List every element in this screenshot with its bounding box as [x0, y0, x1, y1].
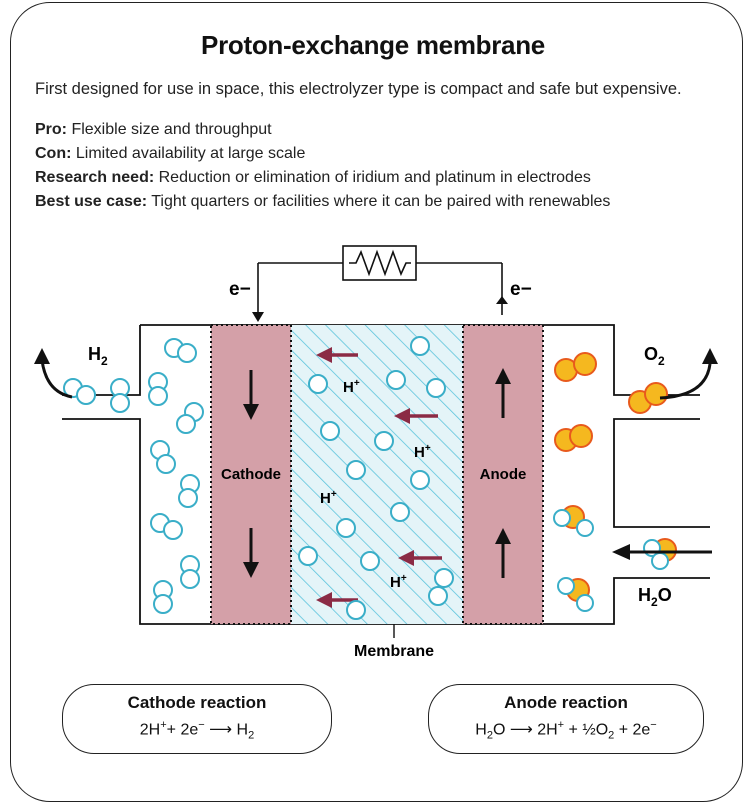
external-circuit: [252, 262, 508, 322]
cathode-down-arrows: [243, 370, 259, 578]
cathode-reaction-equation: 2H++ 2e− ⟶ H2: [139, 719, 255, 742]
anode-up-arrows: [495, 368, 511, 578]
page-title: Proton-exchange membrane: [201, 30, 545, 60]
proton-label-3: H+: [320, 489, 337, 507]
fact-best-use-text: Tight quarters or facilities where it ca…: [151, 193, 611, 210]
membrane-label: Membrane: [354, 643, 434, 660]
fact-best-use-label: Best use case:: [35, 193, 148, 210]
svg-text:H+: H+: [390, 573, 407, 591]
electron-label-right: e−: [510, 279, 532, 300]
anode-reaction-equation: H2O ⟶ 2H+ + ½O2 + 2e−: [475, 719, 657, 742]
fact-research: Research need: Reduction or elimination …: [35, 166, 610, 190]
anode-label: Anode: [480, 466, 527, 483]
anode-reaction-title: Anode reaction: [504, 693, 628, 712]
water-inflow-arrow: [612, 544, 712, 560]
proton-label-1: H+: [343, 378, 360, 396]
fact-best-use: Best use case: Tight quarters or facilit…: [35, 190, 610, 214]
h2-label: H2: [88, 344, 108, 368]
facts-list: Pro: Flexible size and throughput Con: L…: [35, 118, 610, 214]
oxygen-molecules: [554, 352, 668, 452]
svg-text:H+: H+: [343, 378, 360, 396]
proton-arrows: [316, 347, 442, 608]
anode-reaction-box: Anode reaction H2O ⟶ 2H+ + ½O2 + 2e−: [428, 684, 704, 754]
cathode-reaction-title: Cathode reaction: [127, 693, 267, 712]
cathode-label: Cathode: [221, 466, 281, 483]
fact-con: Con: Limited availability at large scale: [35, 142, 610, 166]
proton-label-2: H+: [414, 443, 431, 461]
h2-outflow-arrow: [34, 348, 73, 399]
o2-label: O2: [644, 344, 665, 368]
fact-con-label: Con:: [35, 145, 72, 162]
fact-pro-text: Flexible size and throughput: [71, 121, 272, 138]
hydrogen-molecules: [63, 338, 204, 614]
fact-pro: Pro: Flexible size and throughput: [35, 118, 610, 142]
svg-text:H+: H+: [320, 489, 337, 507]
electrolyzer-diagram: e− e− Cathode Anode H+ H+ H+ H+: [34, 245, 718, 660]
resistor-icon: [342, 245, 417, 281]
electron-label-left: e−: [229, 279, 251, 300]
svg-text:H+: H+: [414, 443, 431, 461]
fact-research-label: Research need:: [35, 169, 155, 186]
subtitle: First designed for use in space, this el…: [35, 80, 682, 98]
cathode-reaction-box: Cathode reaction 2H++ 2e− ⟶ H2: [62, 684, 332, 754]
water-molecules: [553, 505, 677, 612]
fact-con-text: Limited availability at large scale: [75, 145, 306, 162]
proton-label-4: H+: [390, 573, 407, 591]
fact-pro-label: Pro:: [35, 121, 67, 138]
h2o-label: H2O: [638, 585, 672, 609]
fact-research-text: Reduction or elimination of iridium and …: [158, 169, 591, 186]
membrane-protons: [298, 336, 454, 620]
o2-outflow-arrow: [659, 348, 718, 400]
